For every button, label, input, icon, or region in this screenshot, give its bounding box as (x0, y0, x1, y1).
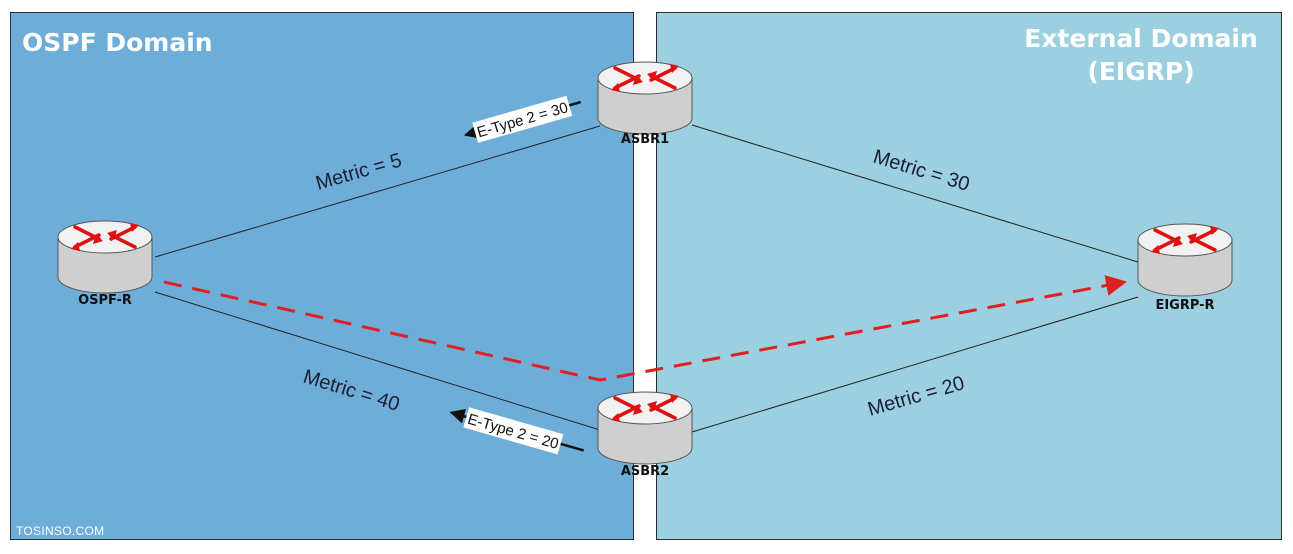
router-ospf-r-label: OSPF-R (78, 293, 132, 308)
router-icon (596, 60, 694, 136)
router-asbr2-label: ASBR2 (621, 464, 669, 479)
etype-tag-asbr2: E-Type 2 = 20 (449, 407, 585, 455)
router-asbr1-label: ASBR1 (621, 132, 669, 147)
link-ospf-r-asbr1 (154, 125, 601, 258)
ospf-domain-title: OSPF Domain (22, 28, 213, 57)
router-icon (1136, 222, 1234, 298)
metric-label-asbr1-eigrp-r: Metric = 30 (871, 146, 973, 196)
metric-label-asbr2-eigrp-r: Metric = 20 (865, 372, 967, 421)
external-domain-title-line2: (EIGRP) (1087, 57, 1195, 86)
preferred-path-arrow (163, 275, 1128, 382)
link-ospf-r-asbr2 (154, 291, 601, 431)
external-domain-title-line1: External Domain (1024, 24, 1258, 53)
watermark: TOSINSO.COM (16, 524, 105, 538)
router-ospf-r[interactable]: OSPF-R (56, 219, 154, 308)
link-asbr1-eigrp-r (691, 124, 1139, 263)
link-asbr2-eigrp-r (691, 296, 1139, 433)
etype-tag-asbr1: E-Type 2 = 30 (463, 95, 582, 143)
router-eigrp-r-label: EIGRP-R (1155, 298, 1214, 313)
router-icon (56, 219, 154, 295)
router-asbr2[interactable]: ASBR2 (596, 390, 694, 479)
router-icon (596, 390, 694, 466)
router-asbr1[interactable]: ASBR1 (596, 60, 694, 147)
router-eigrp-r[interactable]: EIGRP-R (1136, 222, 1234, 313)
external-domain-title: External Domain (EIGRP) (1011, 22, 1271, 88)
metric-label-ospf-r-asbr2: Metric = 40 (301, 366, 403, 416)
